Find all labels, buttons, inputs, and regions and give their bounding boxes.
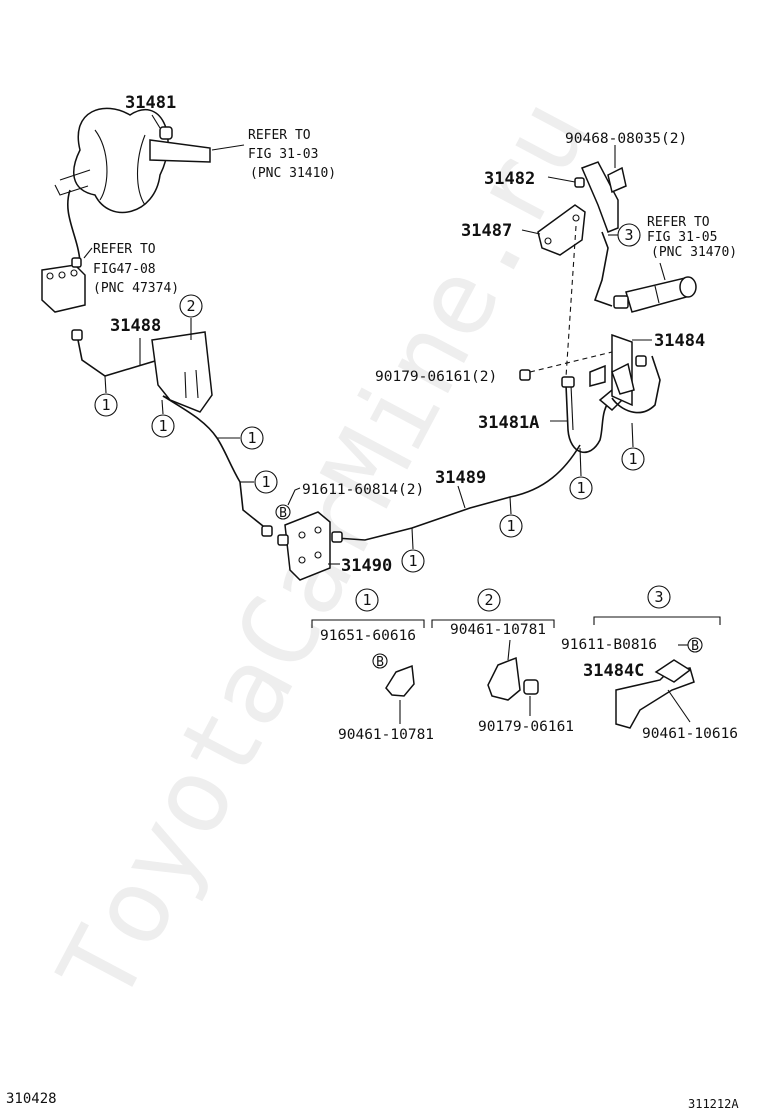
footer-right-code: 311212A <box>688 1097 739 1111</box>
label-90179-06161-2: 90179-06161(2) <box>375 369 497 385</box>
footer-left-code: 310428 <box>6 1091 57 1107</box>
label-91611-B0816: 91611-B0816 <box>561 637 657 653</box>
detail-group-2: 2 90461-10781 90179-06161 <box>431 588 574 735</box>
refer-to-31-03-line2: FIG 31-03 <box>248 147 318 162</box>
label-31481A: 31481A <box>478 413 539 433</box>
svg-text:1: 1 <box>261 473 270 491</box>
callout-1-f: 1 <box>499 496 523 538</box>
refer-to-47-08-line2: FIG47-08 <box>93 262 156 277</box>
svg-text:1: 1 <box>576 479 585 497</box>
label-90461-10781-g2: 90461-10781 <box>450 622 546 638</box>
svg-text:B: B <box>376 655 384 670</box>
label-31484C: 31484C <box>583 661 644 681</box>
svg-text:1: 1 <box>247 429 256 447</box>
bracket-31484 <box>589 333 647 407</box>
callout-1-c: 1 <box>217 426 264 450</box>
callout-1-g: 1 <box>569 447 593 500</box>
svg-text:3: 3 <box>654 588 663 606</box>
callout-2-a: 2 <box>179 294 203 318</box>
svg-text:3: 3 <box>624 226 633 244</box>
svg-text:1: 1 <box>628 450 637 468</box>
callout-1-d: 1 <box>240 470 278 494</box>
label-31489: 31489 <box>435 468 486 488</box>
label-31487: 31487 <box>461 221 512 241</box>
svg-text:1: 1 <box>101 396 110 414</box>
callout-1-b: 1 <box>151 399 175 438</box>
refer-to-31-05-line2: FIG 31-05 <box>647 230 717 245</box>
refer-to-31-05-line3: (PNC 31470) <box>651 245 737 260</box>
refer-to-47-08-line3: (PNC 47374) <box>93 281 179 296</box>
release-cylinder <box>613 276 697 313</box>
bolt-b-91611-60814: B <box>275 504 291 521</box>
svg-text:1: 1 <box>408 552 417 570</box>
callout-1-e: 1 <box>401 527 425 573</box>
label-31482: 31482 <box>484 169 535 189</box>
bracket-31487 <box>537 204 586 256</box>
bracket-31482 <box>574 161 627 233</box>
svg-text:2: 2 <box>186 297 195 315</box>
label-91611-60814: 91611-60814(2) <box>302 482 424 498</box>
callout-3-a: 3 <box>608 223 641 247</box>
detail-group-1: 1 91651-60616 B 90461-10781 <box>311 588 434 743</box>
label-31481: 31481 <box>125 93 176 113</box>
svg-text:1: 1 <box>506 517 515 535</box>
svg-text:1: 1 <box>362 591 371 609</box>
refer-to-47-08-line1: REFER TO <box>93 242 156 257</box>
master-cylinder-31481 <box>54 107 211 214</box>
label-90179-06161-g2: 90179-06161 <box>478 719 574 735</box>
refer-to-31-03-line3: (PNC 31410) <box>250 166 336 181</box>
label-90461-10781-g1: 90461-10781 <box>338 727 434 743</box>
label-91651-60616: 91651-60616 <box>320 628 416 644</box>
svg-text:1: 1 <box>158 417 167 435</box>
label-31488: 31488 <box>110 316 161 336</box>
callout-1-a: 1 <box>94 375 118 417</box>
flexible-hose-31481A <box>561 376 624 454</box>
svg-text:2: 2 <box>484 591 493 609</box>
refer-to-31-05-line1: REFER TO <box>647 215 710 230</box>
svg-text:B: B <box>691 639 699 654</box>
label-90468-08035-2: 90468-08035(2) <box>565 131 687 147</box>
bracket-31490 <box>277 511 331 581</box>
svg-text:B: B <box>279 506 287 521</box>
label-31490: 31490 <box>341 556 392 576</box>
label-31484: 31484 <box>654 331 705 351</box>
junction-block <box>41 257 86 313</box>
refer-to-31-03-line1: REFER TO <box>248 128 311 143</box>
detail-group-3: 3 91611-B0816 B 31484C 90461-10616 <box>561 585 738 742</box>
callout-1-h: 1 <box>621 422 645 471</box>
label-90461-10616: 90461-10616 <box>642 726 738 742</box>
